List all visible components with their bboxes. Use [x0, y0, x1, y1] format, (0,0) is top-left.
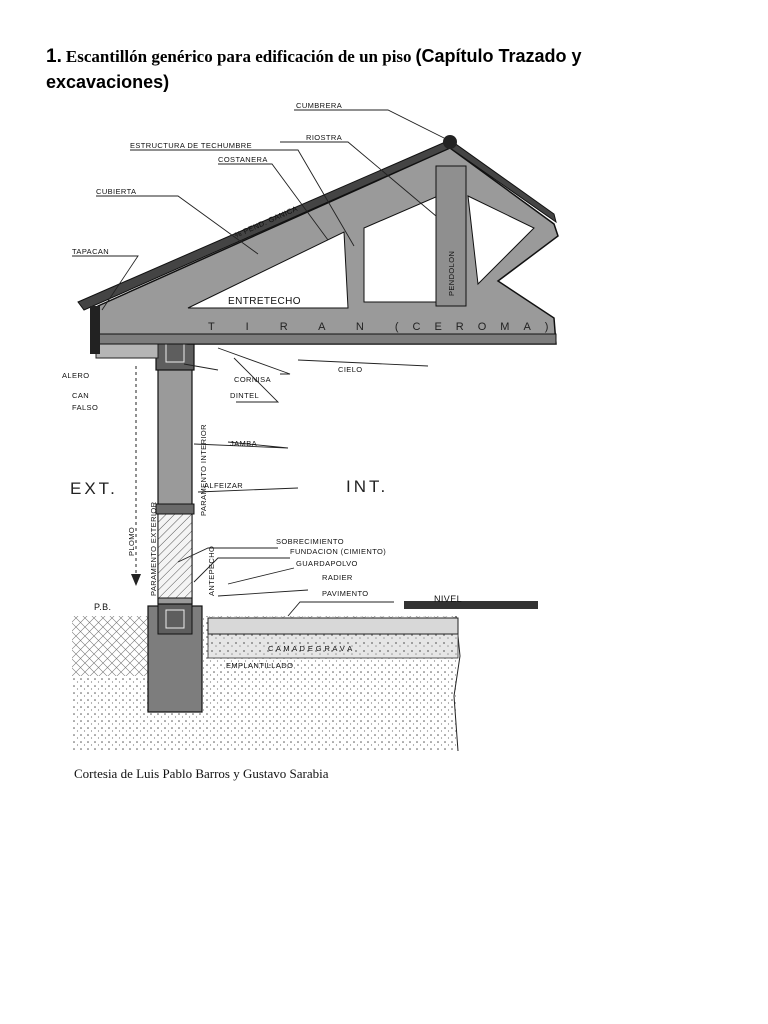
label-cubierta: CUBIERTA [96, 187, 136, 196]
label-riostra: RIOSTRA [306, 133, 342, 142]
label-int: INT. [346, 477, 388, 496]
gravel-bed [207, 617, 459, 659]
label-sobrecimiento: SOBRECIMIENTO [276, 537, 344, 546]
label-dintel: DINTEL [230, 391, 259, 400]
image-caption: Cortesia de Luis Pablo Barros y Gustavo … [74, 766, 329, 781]
label-plomo: PLOMO [127, 527, 136, 556]
label-falso: FALSO [72, 403, 98, 412]
section-heading: 1. Escantillón genérico para edificación… [46, 44, 686, 96]
section-chapter: (Capítulo Trazado y excavaciones) [46, 46, 582, 92]
label-pb: P.B. [94, 602, 111, 612]
label-alfeizar: ALFEIZAR [204, 481, 243, 490]
construction-section-drawing: CUMBRERA ESTRUCTURA DE TECHUMBRE RIOSTRA… [62, 101, 568, 752]
label-ext: EXT. [70, 479, 118, 498]
pavement-strip [404, 601, 538, 609]
label-paramento-int: PARAMENTO INTERIOR [199, 424, 208, 516]
fascia-board [90, 306, 100, 354]
section-title: Escantillón genérico para edificación de… [65, 47, 412, 66]
label-nivel: NIVEL [434, 594, 462, 604]
section-number: 1. [46, 46, 62, 67]
label-cielo: CIELO [338, 365, 363, 374]
label-antepecho: ANTEPECHO [207, 546, 216, 596]
label-jamba: JAMBA [230, 439, 257, 448]
label-alero: ALERO [62, 371, 89, 380]
label-leaders [72, 109, 449, 617]
label-guardapolvo: GUARDAPOLVO [296, 559, 358, 568]
roof-covering [77, 135, 557, 311]
label-costanera: COSTANERA [218, 155, 268, 164]
label-cama: C A M A D E G R A V A [268, 644, 353, 653]
label-tirante: T I R A N (CEROMA) T E [208, 321, 568, 333]
label-fundacion: FUNDACION (CIMIENTO) [290, 547, 386, 556]
label-paramento-ext: PARAMENTO EXTERIOR [149, 501, 158, 596]
label-estructura: ESTRUCTURA DE TECHUMBRE [130, 141, 252, 150]
label-radier: RADIER [322, 573, 353, 582]
label-pavimento: PAVIMENTO [322, 589, 369, 598]
label-can: CAN [72, 391, 89, 400]
foundation [147, 603, 203, 713]
label-emplantillado: EMPLANTILLADO [226, 661, 293, 670]
wall [155, 337, 195, 605]
label-cumbrera: CUMBRERA [296, 101, 342, 110]
label-cornisa: CORNISA [234, 375, 271, 384]
roof-truss [97, 147, 559, 345]
plumb-line [131, 366, 141, 586]
label-entretecho: ENTRETECHO [228, 296, 301, 307]
label-tapacan: TAPACAN [72, 247, 109, 256]
label-pendolon: PENDOLON [447, 251, 456, 296]
